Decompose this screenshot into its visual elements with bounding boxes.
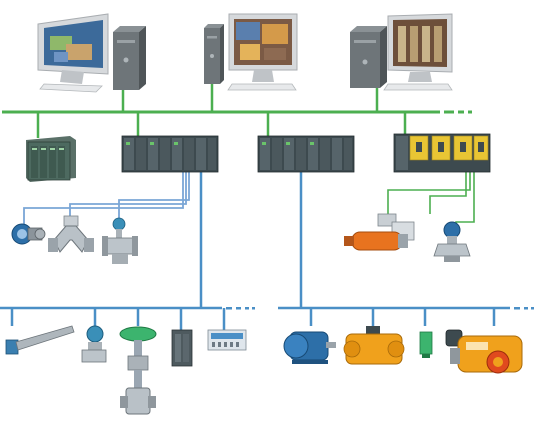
io-module-device: [171, 329, 193, 367]
workstation-1: [37, 13, 146, 93]
control-valve-device: [119, 326, 157, 415]
ethernet-network: [2, 84, 472, 138]
remote-io-device: [207, 329, 247, 351]
proximity-sensor-icon: [419, 331, 433, 358]
electric-motor-device: [283, 331, 336, 364]
fieldbus-dashes: [226, 307, 534, 310]
transmitter-icon: [81, 325, 107, 363]
fieldbus-network: [0, 172, 510, 330]
io-module-icon: [171, 329, 193, 367]
electric-motor-icon: [283, 331, 336, 364]
flow-meter-device: [11, 223, 46, 245]
transmitter-device: [81, 325, 107, 363]
remote-io-icon: [207, 329, 247, 351]
proximity-sensor-device: [419, 331, 433, 358]
controller-3: [257, 135, 355, 173]
workstation-2: [204, 13, 298, 91]
flow-meter-icon: [11, 223, 46, 245]
temperature-probe-device: [5, 325, 75, 355]
desktop-computer-icon: [204, 13, 298, 91]
coriolis-meter-device: [48, 215, 94, 253]
vortex-meter-icon: [102, 217, 138, 264]
controller-1: [26, 136, 76, 182]
pneumatic-actuator-icon: [344, 213, 415, 251]
vortex-meter-device: [102, 217, 138, 264]
electric-actuator-icon: [445, 329, 523, 374]
temperature-probe-icon: [5, 325, 75, 355]
controller-2: [121, 135, 219, 173]
actuator-device: [343, 326, 405, 365]
coriolis-meter-icon: [48, 215, 94, 253]
control-valve-icon: [119, 326, 157, 415]
pressure-transmitter-device: [433, 221, 471, 262]
desktop-computer-icon: [350, 13, 453, 91]
io-rack-icon: [393, 133, 491, 173]
plc-rack-icon: [257, 135, 355, 173]
io-rack-icon: [26, 136, 76, 182]
electric-actuator-device: [445, 329, 523, 374]
io-wiring-right: [387, 172, 475, 226]
plc-rack-icon: [121, 135, 219, 173]
pneumatic-actuator-device: [344, 213, 415, 251]
pressure-transmitter-icon: [433, 221, 471, 262]
controller-4: [393, 133, 491, 173]
io-wiring-left: [23, 172, 190, 226]
workstation-3: [350, 13, 453, 91]
desktop-computer-icon: [37, 13, 146, 93]
actuator-icon: [343, 326, 405, 365]
